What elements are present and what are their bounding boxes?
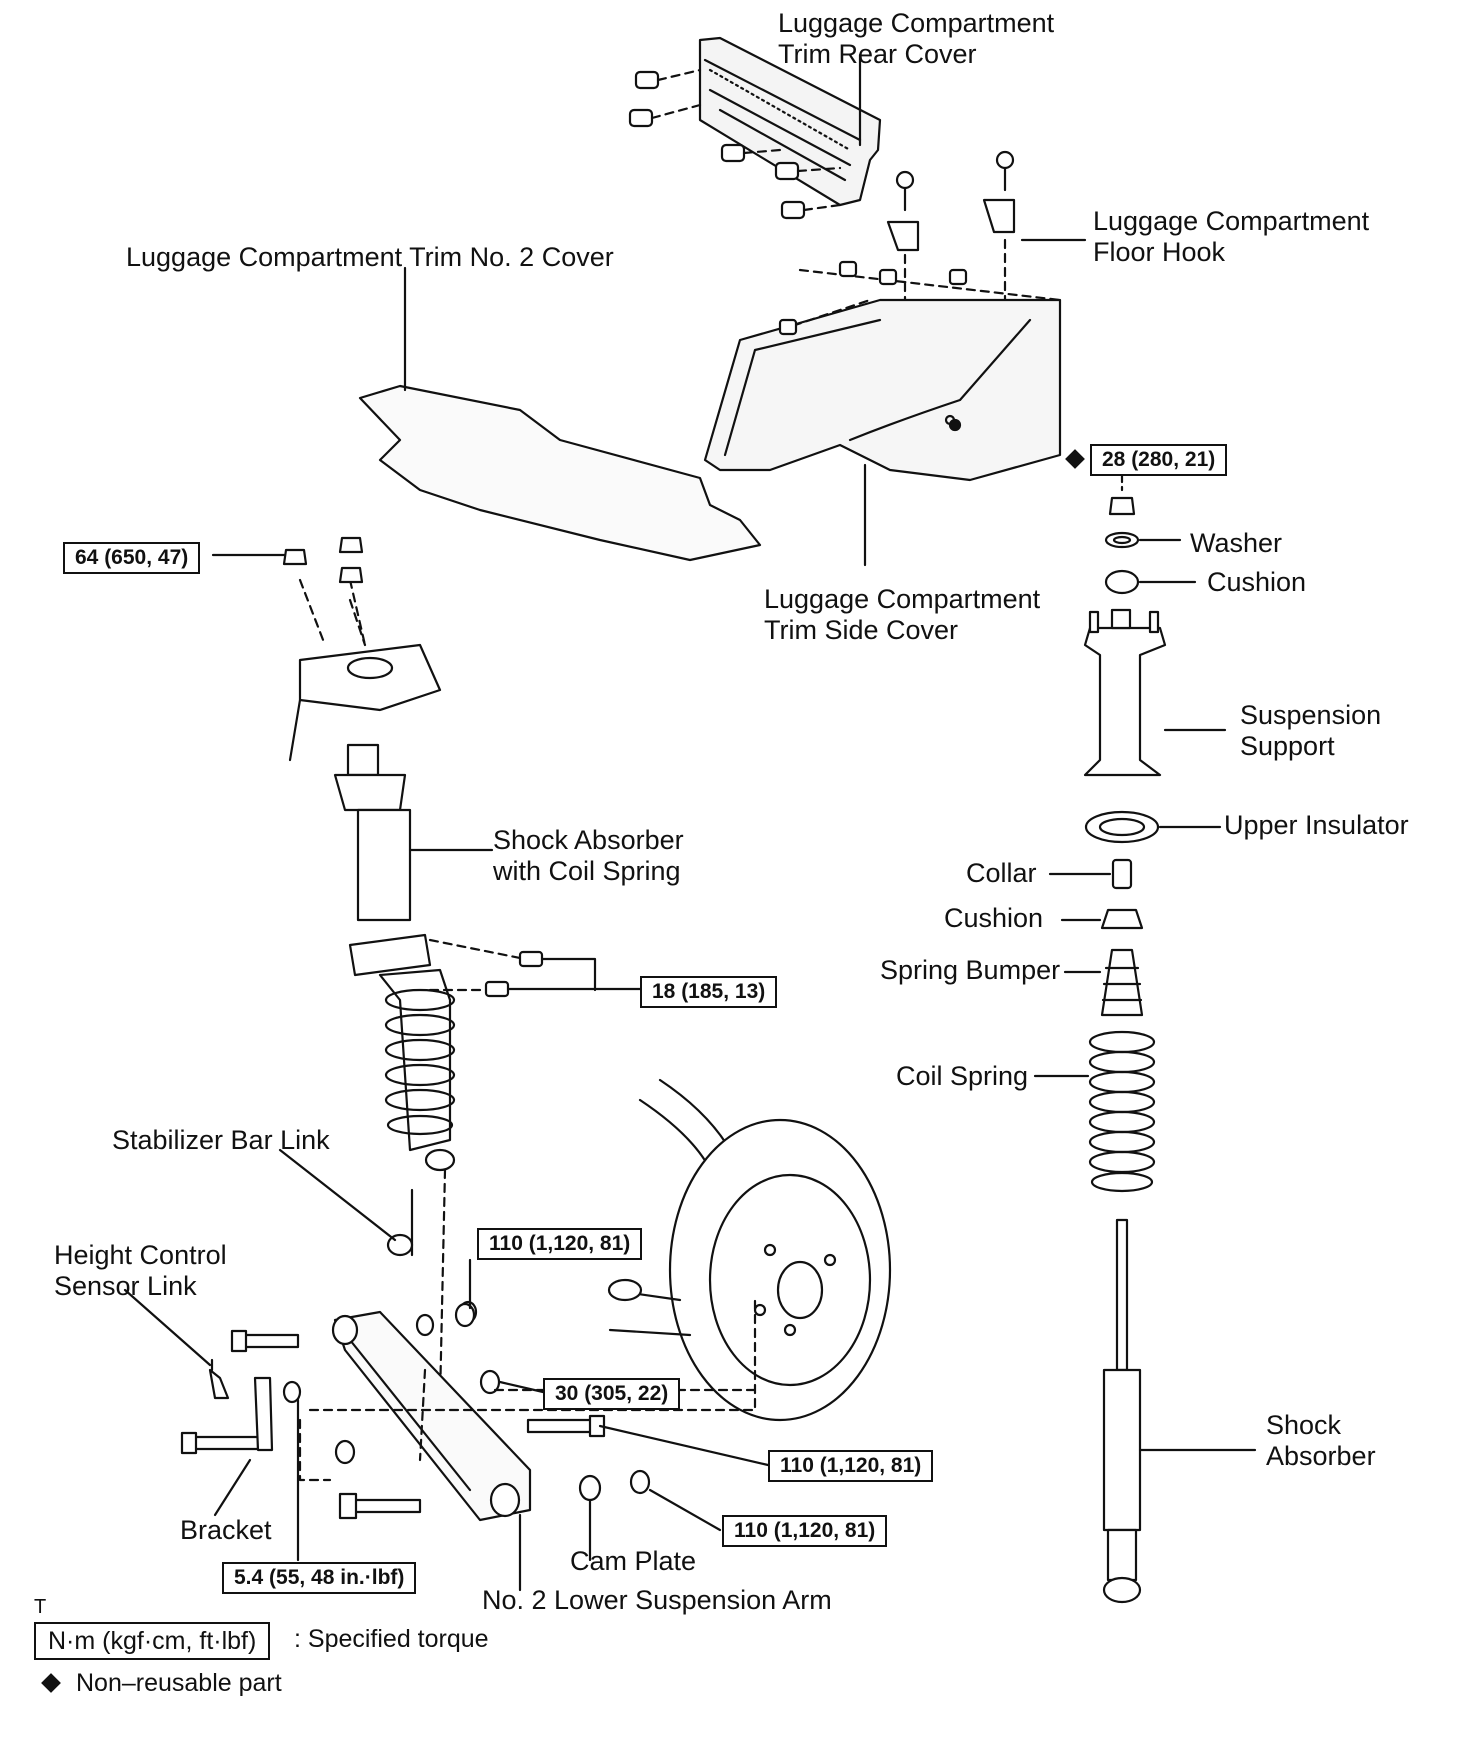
coil-spring-drawing (1088, 1030, 1156, 1193)
label-trim-rear-cover: Luggage Compartment Trim Rear Cover (778, 8, 1055, 69)
fasteners (123, 1258, 770, 1562)
label-spring-bumper: Spring Bumper (880, 955, 1061, 985)
torque-box-110-a: 110 (1,120, 81) (477, 1228, 643, 1260)
label-trim-no2-cover: Luggage Compartment Trim No. 2 Cover (126, 242, 614, 272)
torque-box-30: 30 (305, 22) (543, 1378, 681, 1410)
label-suspension-support: Suspension Support (1240, 700, 1382, 761)
torque-box-18: 18 (185, 13) (640, 976, 778, 1008)
torque-box-110-c: 110 (1,120, 81) (722, 1515, 888, 1547)
label-cushion-mid: Cushion (944, 903, 1044, 933)
label-shock-absorber: Shock Absorber (1266, 1410, 1376, 1471)
hub-disc (607, 1078, 892, 1422)
torque-box-110-b: 110 (1,120, 81) (768, 1450, 934, 1482)
torque-box-28: 28 (280, 21) (1090, 444, 1228, 476)
label-lower-arm: No. 2 Lower Suspension Arm (482, 1585, 832, 1615)
label-height-control-link: Height Control Sensor Link (54, 1240, 227, 1301)
trim-rear-cover (698, 36, 882, 207)
legend-unit-text: : Specified torque (294, 1625, 489, 1653)
label-corner-mark: T (34, 1596, 47, 1618)
label-shock-with-coil: Shock Absorber with Coil Spring (493, 825, 684, 886)
shock-with-coil (333, 743, 642, 1402)
label-floor-hook: Luggage Compartment Floor Hook (1093, 206, 1370, 267)
stabilizer-link-drawing (278, 1148, 414, 1257)
strut-exploded-parts (1033, 474, 1257, 1604)
label-stabilizer-bar-link: Stabilizer Bar Link (112, 1125, 330, 1155)
legend-nonreusable: Non–reusable part (76, 1669, 282, 1697)
label-collar: Collar (966, 858, 1037, 888)
torque-box-64: 64 (650, 47) (63, 542, 201, 574)
rear-cover-clips (628, 68, 842, 220)
trim-side-cover (703, 260, 1062, 567)
label-cam-plate: Cam Plate (570, 1546, 697, 1576)
torque-box-5-4: 5.4 (55, 48 in.·lbf) (222, 1562, 417, 1594)
label-washer: Washer (1190, 528, 1283, 558)
label-trim-side-cover: Luggage Compartment Trim Side Cover (764, 584, 1041, 645)
body-mount (211, 536, 442, 762)
label-upper-insulator: Upper Insulator (1224, 810, 1409, 840)
lower-arm-drawing (331, 1300, 532, 1592)
trim-no2-cover (358, 266, 762, 562)
legend-unit-box: N·m (kgf·cm, ft·lbf) (34, 1622, 271, 1660)
floor-hooks (886, 150, 1087, 442)
label-cushion-top: Cushion (1207, 567, 1307, 597)
label-bracket: Bracket (180, 1515, 272, 1545)
label-coil-spring: Coil Spring (896, 1061, 1029, 1091)
